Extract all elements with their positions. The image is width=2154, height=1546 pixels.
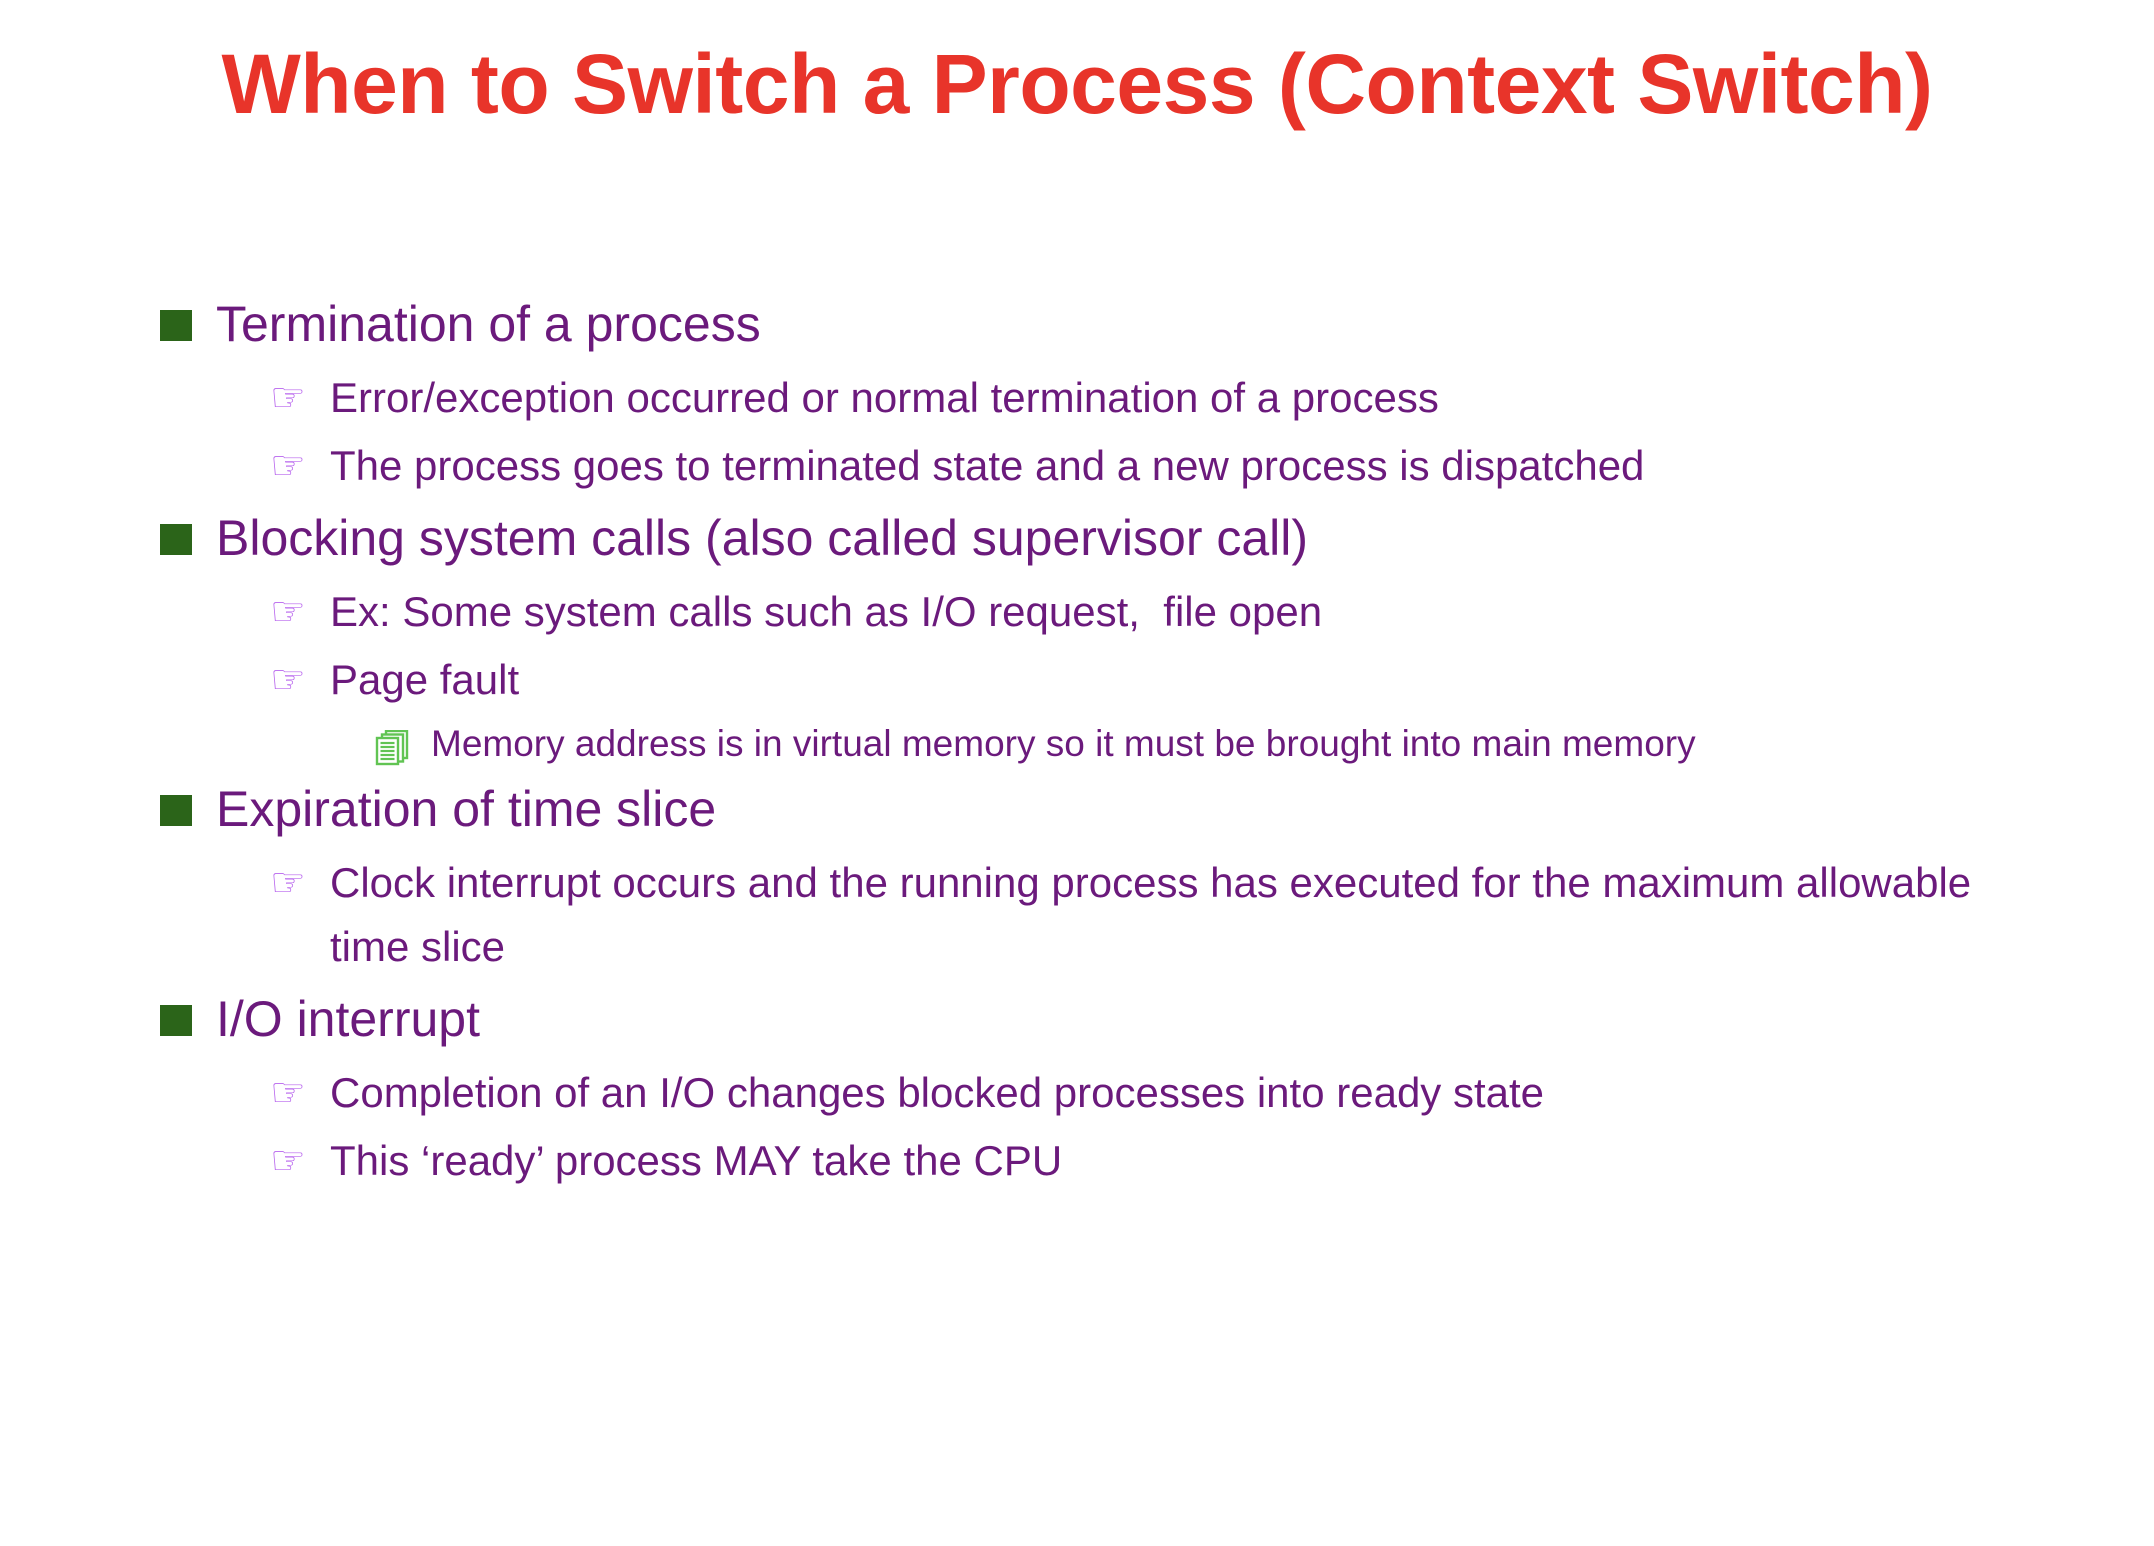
pointing-hand-bullet-icon: ☞: [270, 657, 306, 703]
bullet-text: Blocking system calls (also called super…: [216, 510, 1309, 566]
bullet-item-level2: ☞ Completion of an I/O changes blocked pr…: [270, 1061, 2060, 1125]
pointing-hand-bullet-icon: ☞: [270, 375, 306, 421]
pointing-hand-bullet-icon: ☞: [270, 1070, 306, 1116]
green-pages-bullet-icon: [375, 716, 431, 766]
bullet-text: This ‘ready’ process MAY take the CPU: [330, 1137, 1063, 1184]
bullet-text: Clock interrupt occurs and the running p…: [330, 859, 1983, 970]
bullet-text: Error/exception occurred or normal termi…: [330, 374, 1439, 421]
pointing-hand-bullet-icon: ☞: [270, 589, 306, 635]
bullet-item-level3: Memory address is in virtual memory so i…: [375, 716, 2060, 771]
bullet-text: Expiration of time slice: [216, 781, 717, 837]
green-square-bullet-icon: [160, 983, 216, 1036]
green-square-bullet-icon: [160, 288, 216, 341]
pointing-hand-bullet-icon: ☞: [270, 860, 306, 906]
bullet-item-level2: ☞ Page fault: [270, 648, 2060, 712]
bullet-text: The process goes to terminated state and…: [330, 442, 1645, 489]
green-square-bullet-icon: [160, 502, 216, 555]
page-title: When to Switch a Process (Context Switch…: [221, 37, 1933, 131]
green-square-bullet-icon: [160, 773, 216, 826]
bullet-item-level2: ☞ Error/exception occurred or normal term…: [270, 366, 2060, 430]
bullet-item-level1: I/O interrupt: [160, 983, 2060, 1055]
bullet-item-level2: ☞ Ex: Some system calls such as I/O reque…: [270, 580, 2060, 644]
bullet-item-level2: ☞ Clock interrupt occurs and the running …: [270, 851, 2060, 979]
bullet-text: Ex: Some system calls such as I/O reques…: [330, 588, 1323, 635]
bullet-item-level2: ☞ This ‘ready’ process MAY take the CPU: [270, 1129, 2060, 1193]
pointing-hand-bullet-icon: ☞: [270, 1138, 306, 1184]
bullet-text: Memory address is in virtual memory so i…: [431, 723, 1696, 764]
bullet-list: Termination of a process ☞ Error/exception…: [160, 288, 2060, 1197]
bullet-text: I/O interrupt: [216, 991, 480, 1047]
bullet-item-level1: Blocking system calls (also called super…: [160, 502, 2060, 574]
bullet-item-level1: Termination of a process: [160, 288, 2060, 360]
pointing-hand-bullet-icon: ☞: [270, 443, 306, 489]
bullet-item-level1: Expiration of time slice: [160, 773, 2060, 845]
bullet-text: Termination of a process: [216, 296, 761, 352]
bullet-text: Completion of an I/O changes blocked pro…: [330, 1069, 1545, 1116]
bullet-text: Page fault: [330, 656, 520, 703]
bullet-item-level2: ☞ The process goes to terminated state an…: [270, 434, 2060, 498]
